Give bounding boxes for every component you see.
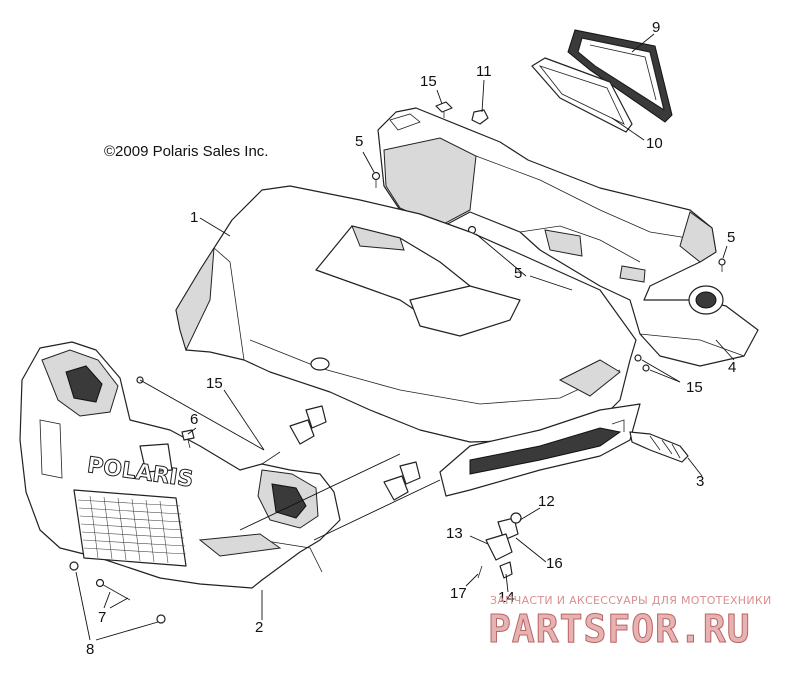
bracket-13 — [485, 533, 513, 561]
seal-part-10 — [531, 57, 633, 133]
callout-11: 11 — [476, 63, 492, 80]
callout-15-right: 15 — [686, 379, 703, 396]
nut-8-a — [69, 561, 79, 571]
bolt-7 — [95, 578, 131, 601]
callout-15-top: 15 — [420, 73, 437, 90]
callout-14: 14 — [498, 589, 515, 606]
dash-panel-part-4 — [377, 107, 759, 367]
screw-6 — [181, 429, 195, 449]
plug-part-3 — [629, 431, 689, 463]
vent-grille-part-9 — [567, 29, 673, 123]
callout-9: 9 — [652, 19, 660, 36]
callout-4: 4 — [728, 359, 736, 376]
callout-7: 7 — [98, 609, 106, 626]
leader-lines — [75, 33, 735, 641]
fastener-15-top — [435, 101, 453, 118]
callout-3: 3 — [696, 473, 704, 490]
screw-17 — [477, 565, 483, 579]
callout-2: 2 — [255, 619, 263, 636]
callout-5-right: 5 — [727, 229, 735, 246]
callout-13: 13 — [446, 525, 463, 542]
watermark-tagline: ЗАПЧАСТИ И АКСЕССУАРЫ ДЛЯ МОТОТЕХНИКИ — [490, 594, 772, 607]
callout-10: 10 — [646, 135, 663, 152]
side-panel-strip — [439, 403, 641, 497]
callout-8: 8 — [86, 641, 94, 658]
screw-5-right — [718, 258, 726, 272]
clip-15-right — [634, 354, 650, 372]
callout-17: 17 — [450, 585, 467, 602]
watermark-brand: PARTSFOR.RU — [488, 607, 751, 651]
callout-16: 16 — [546, 555, 563, 572]
copyright-text: ©2009 Polaris Sales Inc. — [104, 143, 268, 160]
bracket-upper-left — [261, 405, 327, 465]
callout-6: 6 — [190, 411, 198, 428]
callout-5-left: 5 — [355, 133, 363, 150]
nut-11 — [471, 109, 489, 125]
hood-part-1 — [175, 185, 637, 443]
callout-12: 12 — [538, 493, 555, 510]
bracket-mid — [239, 453, 441, 541]
clip-14 — [499, 561, 513, 579]
front-bumper-part-2: POLARIS — [19, 341, 341, 589]
nut-8-b — [156, 614, 166, 624]
screw-5-left — [371, 171, 381, 188]
callout-15-left: 15 — [206, 375, 223, 392]
callout-1: 1 — [190, 209, 198, 226]
callout-5-mid: 5 — [514, 265, 522, 282]
